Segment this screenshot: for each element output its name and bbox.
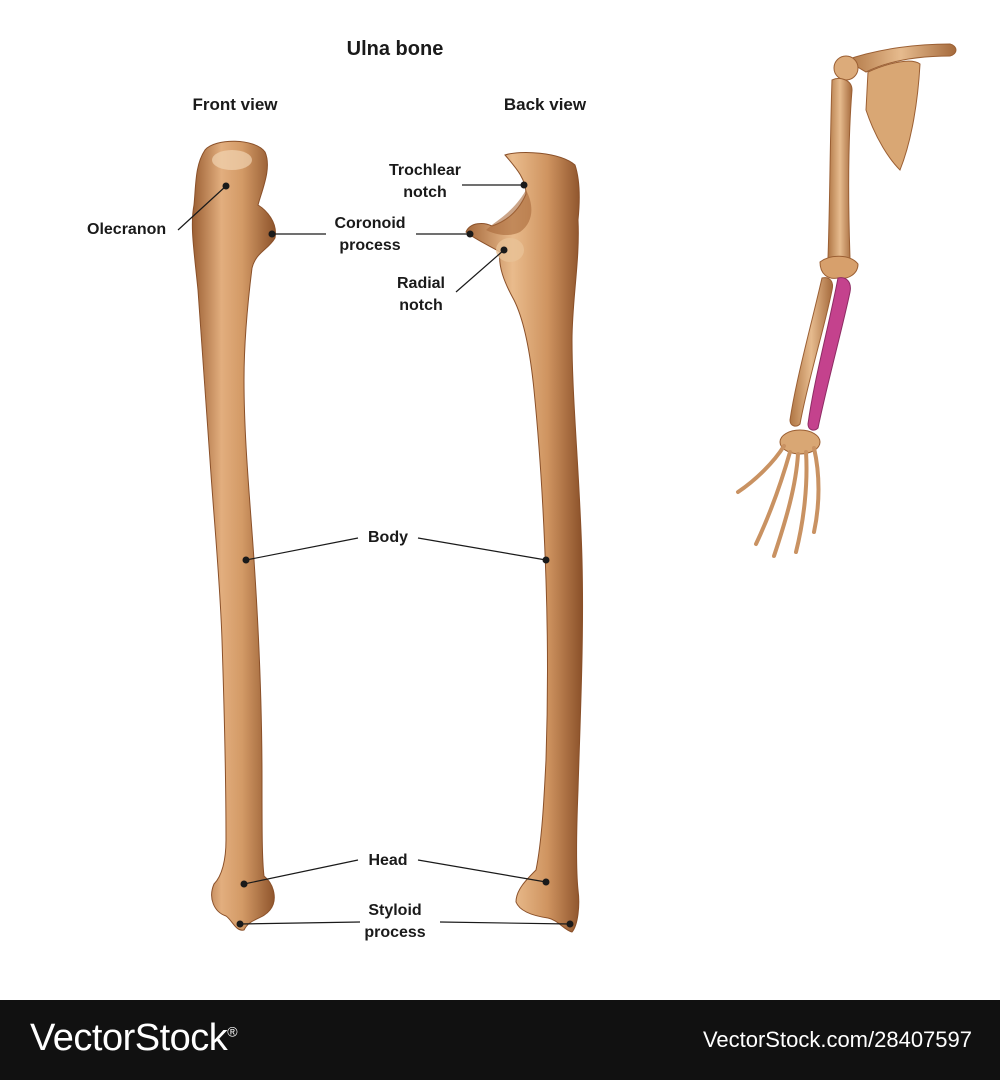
vectorstock-logo-text: VectorStock [30,1017,228,1059]
front-ulna-bone [191,140,276,931]
label-trochlear-notch-line2: notch [403,184,447,201]
back-ulna-bone [465,151,584,933]
diagram-canvas: Ulna bone Front view Back view Olecranon… [87,38,957,944]
label-radial-notch-line2: notch [399,297,443,314]
label-coronoid-process-line1: Coronoid [334,215,406,232]
label-radial-notch: Radial notch [376,273,466,317]
label-styloid-process: Styloid process [350,900,440,944]
marker-dots [222,181,574,928]
label-body: Body [368,529,408,546]
vectorstock-logo: VectorStock® [30,1017,238,1060]
front-view-heading: Front view [192,95,278,114]
label-olecranon: Olecranon [87,221,167,238]
registered-mark: ® [227,1023,238,1040]
label-trochlear-notch: Trochlear notch [370,160,480,204]
label-head: Head [368,852,408,869]
vectorstock-image-id: VectorStock.com/28407597 [702,1027,972,1052]
watermark-footer: VectorStock® VectorStock.com/28407597 [0,1000,1000,1080]
label-coronoid-process-line2: process [339,237,401,254]
label-radial-notch-line1: Radial [396,275,445,292]
label-trochlear-notch-line1: Trochlear [388,162,462,179]
page-title: Ulna bone [346,38,444,60]
ulna-illustration [177,43,957,933]
label-coronoid-process: Coronoid process [314,213,426,257]
label-styloid-process-line1: Styloid [368,902,422,919]
leader-lines [177,184,571,925]
arm-skeleton-illustration [736,43,957,558]
back-view-heading: Back view [503,95,587,114]
label-styloid-process-line2: process [364,924,426,941]
